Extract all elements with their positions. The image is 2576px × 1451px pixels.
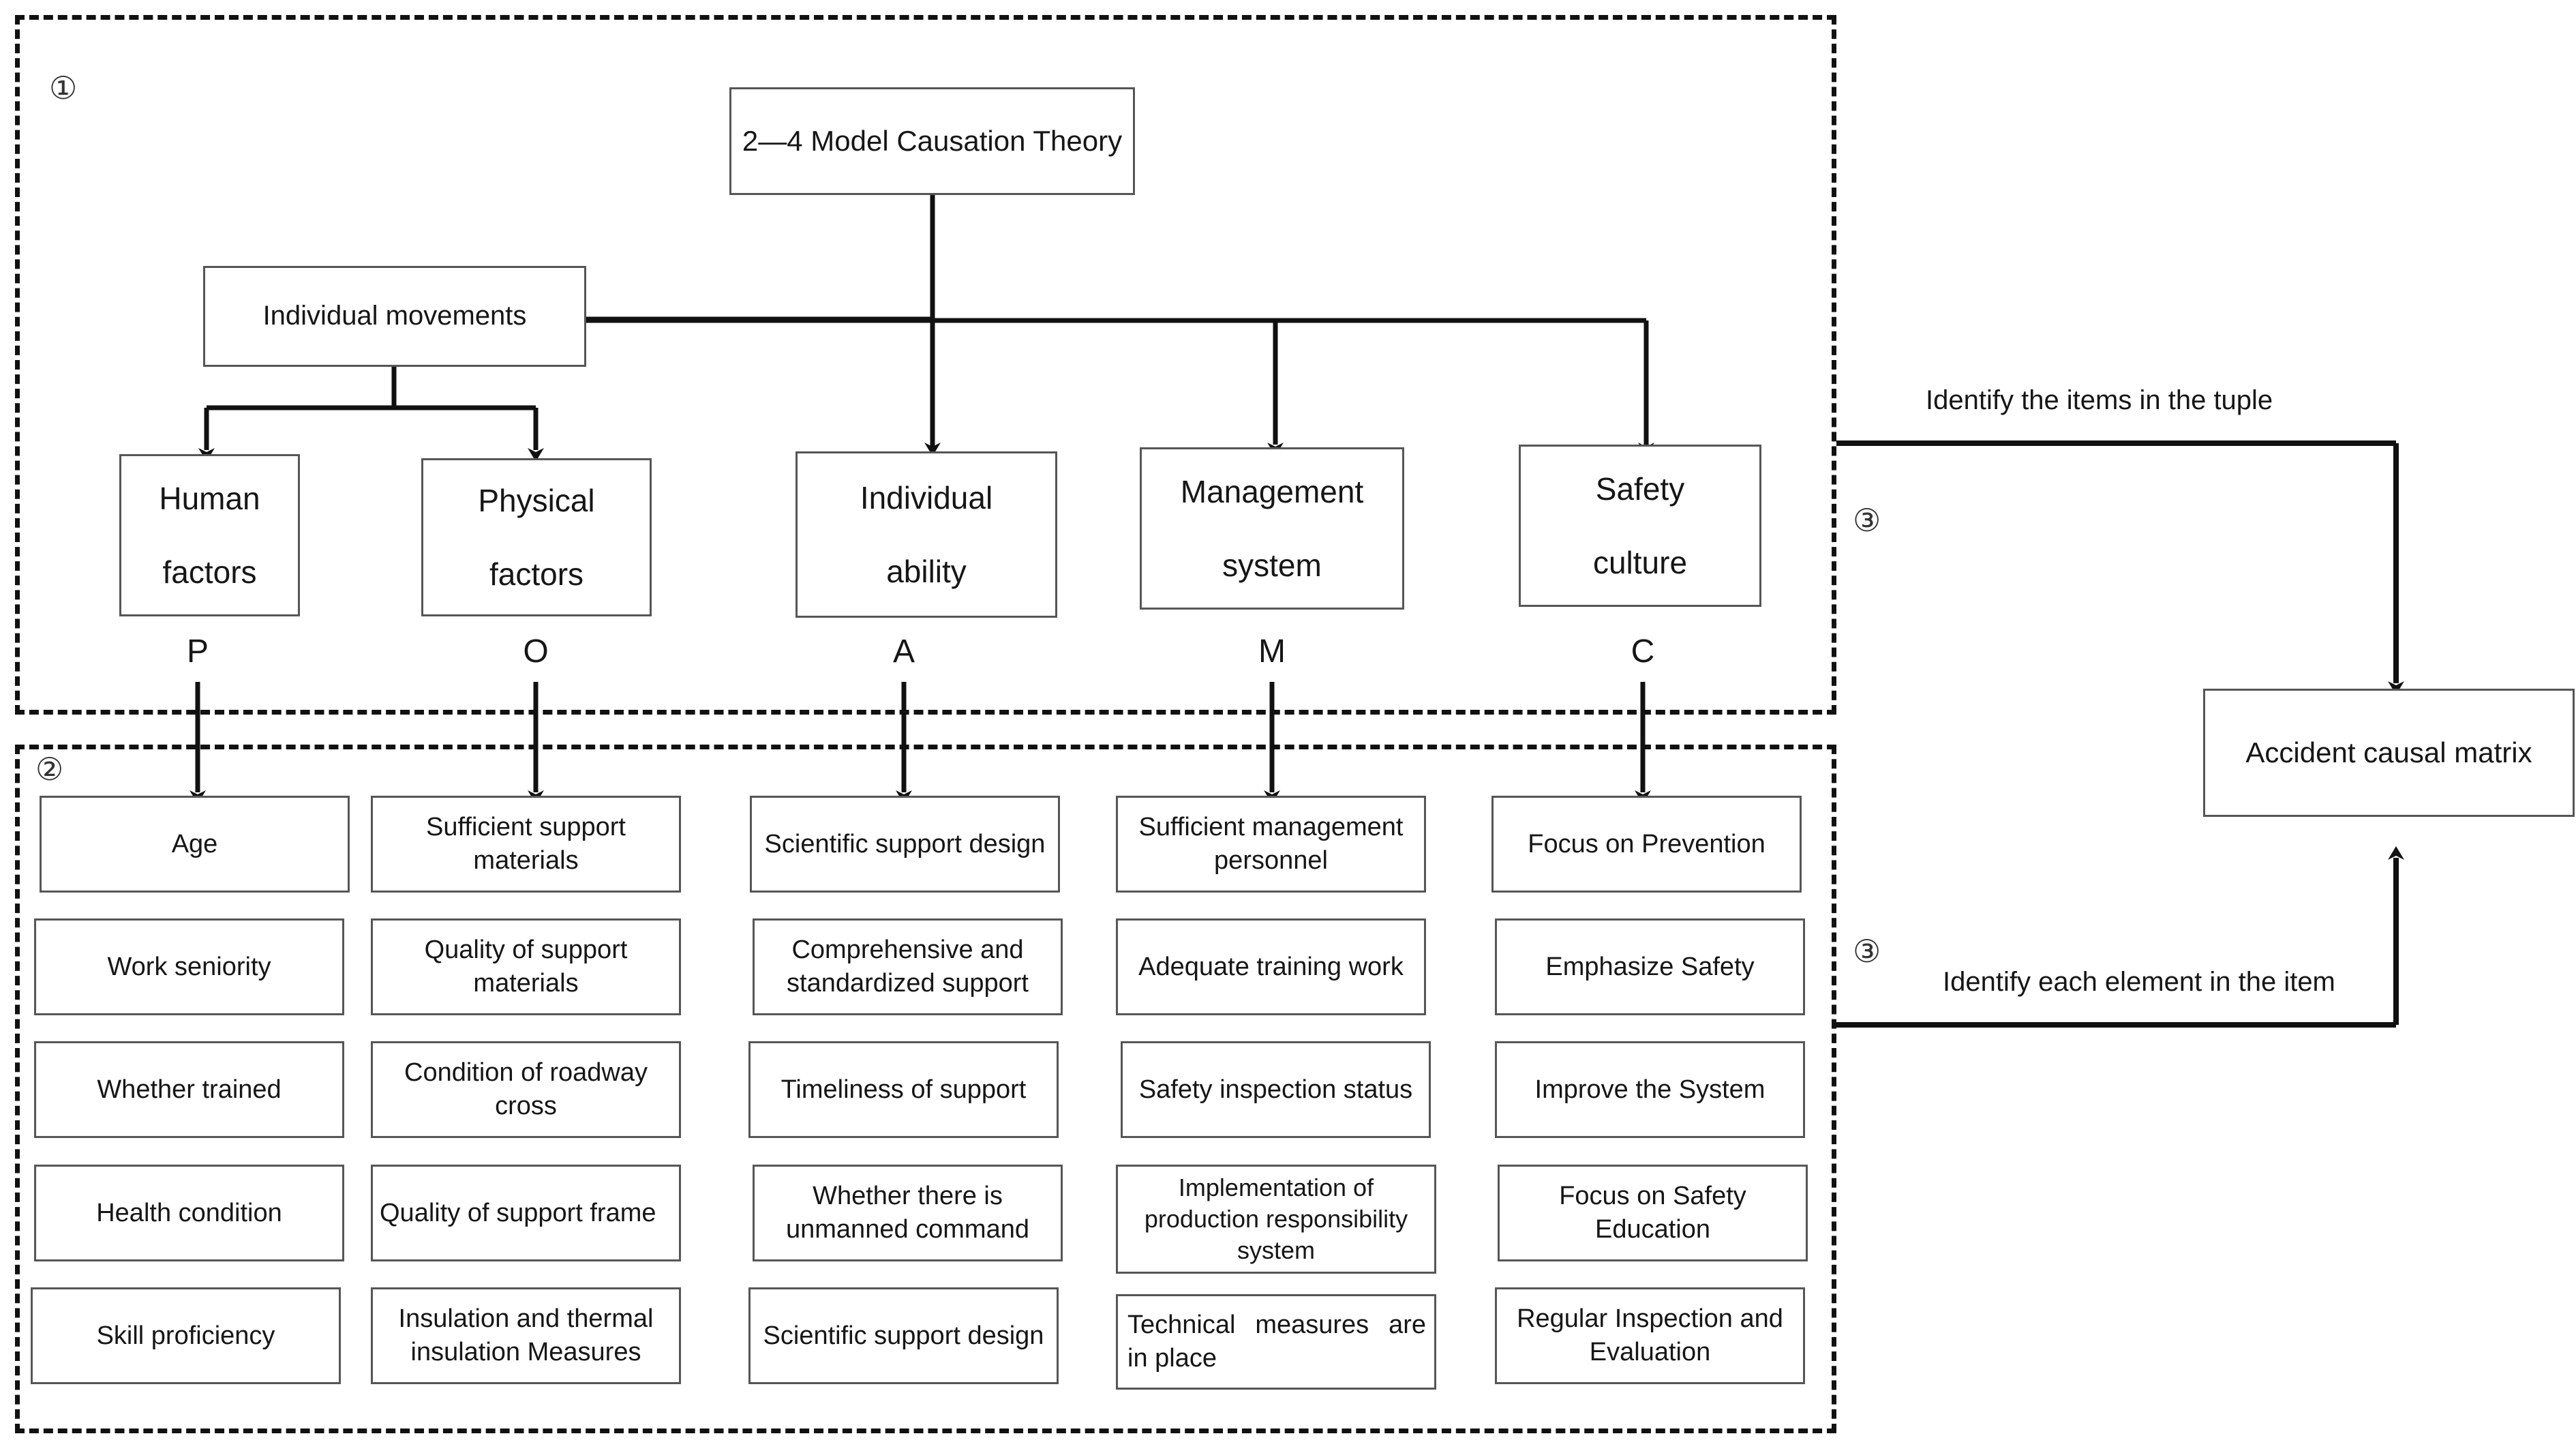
node-individual-movements[interactable]: Individual movements [203,266,586,367]
tuple-letter-a: A [892,633,915,670]
node-accident-causal-matrix[interactable]: Accident causal matrix [2203,689,2575,817]
element-m-1[interactable]: Sufficient management personnel [1116,796,1426,893]
element-p-2[interactable]: Work seniority [34,918,344,1015]
group-box-two [15,745,1836,1433]
annotation-identify-items: Identify the items in the tuple [1926,385,2273,415]
tuple-letter-m: M [1258,633,1286,670]
element-c-1[interactable]: Focus on Prevention [1491,796,1802,893]
element-a-1[interactable]: Scientific support design [750,796,1060,893]
element-c-4[interactable]: Focus on Safety Education [1498,1165,1808,1261]
tuple-letter-p: P [186,633,209,670]
element-a-2[interactable]: Comprehensive and standardized support [753,918,1063,1015]
element-a-4[interactable]: Whether there is unmanned command [753,1165,1063,1261]
element-c-2[interactable]: Emphasize Safety [1495,918,1805,1015]
group-marker-one: ① [49,70,78,106]
node-accident-causal-matrix-label: Accident causal matrix [2245,736,2532,769]
node-causation-theory[interactable]: 2—4 Model Causation Theory [729,87,1135,195]
element-p-3[interactable]: Whether trained [34,1041,344,1138]
element-m-3[interactable]: Safety inspection status [1121,1041,1431,1138]
element-a-5[interactable]: Scientific support design [748,1287,1059,1384]
element-p-4[interactable]: Health condition [34,1165,344,1261]
node-individual-movements-label: Individual movements [262,301,527,331]
annotation-identify-elements: Identify each element in the item [1943,967,2335,997]
element-o-4[interactable]: Quality of support frame [371,1165,681,1261]
tuple-letter-c: C [1631,633,1655,670]
group-box-one [15,15,1836,715]
step-marker-three-upper: ③ [1853,503,1881,538]
element-a-3[interactable]: Timeliness of support [748,1041,1059,1138]
element-o-5[interactable]: Insulation and thermal insulation Measur… [371,1287,681,1384]
tuple-letter-o: O [523,633,549,670]
node-causation-theory-label: 2—4 Model Causation Theory [742,125,1123,158]
group-marker-two: ② [35,751,64,787]
element-m-5[interactable]: Technical measures are in place [1116,1294,1436,1390]
element-c-5[interactable]: Regular Inspection and Evaluation [1495,1287,1805,1384]
element-m-4[interactable]: Implementation of production responsibil… [1116,1165,1436,1274]
element-o-2[interactable]: Quality of support materials [371,918,681,1015]
element-p-5[interactable]: Skill proficiency [31,1287,341,1384]
element-o-3[interactable]: Condition of roadway cross [371,1041,681,1138]
element-o-1[interactable]: Sufficient support materials [371,796,681,893]
element-m-2[interactable]: Adequate training work [1116,918,1426,1015]
step-marker-three-lower: ③ [1853,933,1881,969]
element-c-3[interactable]: Improve the System [1495,1041,1805,1138]
element-p-1[interactable]: Age [40,796,350,893]
